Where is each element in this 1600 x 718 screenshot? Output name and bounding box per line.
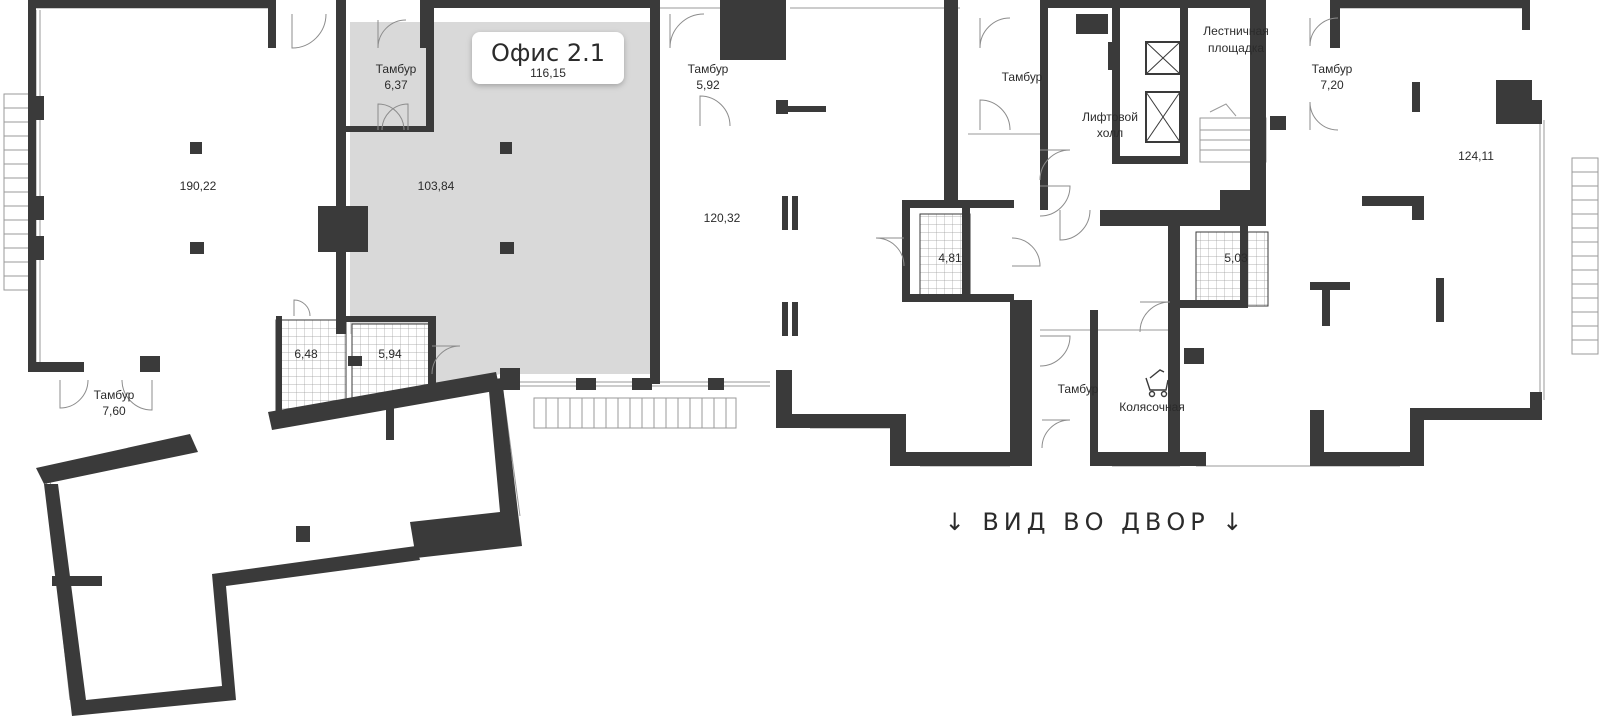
vestibule-4-name: Тамбур: [1312, 62, 1353, 76]
office-area: 116,15: [530, 66, 566, 80]
vestibule-2-name: Тамбур: [688, 62, 729, 76]
vestibule-1-area: 6,37: [384, 78, 408, 92]
room-area-5-94: 5,94: [378, 347, 402, 361]
stairs-right: [1571, 157, 1599, 355]
door-swings: [59, 13, 1339, 449]
office-title-callout[interactable]: Офис 2.1 116,15: [472, 32, 624, 84]
office-2-1-area[interactable]: [350, 22, 652, 392]
vestibule-1-name: Тамбур: [376, 62, 417, 76]
room-5-03-tiles: [1195, 231, 1269, 307]
vestibule-5-area: 7,60: [102, 404, 126, 418]
vestibule-5-name: Тамбур: [94, 388, 135, 402]
walls: [28, 0, 1542, 716]
stairs-bottom: [533, 397, 737, 429]
columns: [36, 0, 1444, 390]
vestibule-4-area: 7,20: [1320, 78, 1344, 92]
room-6-48-tiles: [275, 319, 347, 417]
room-area-6-48: 6,48: [294, 347, 318, 361]
vestibule-2-area: 5,92: [696, 78, 720, 92]
room-area-124-11: 124,11: [1458, 149, 1494, 163]
vestibule-3-name: Тамбур: [1002, 70, 1043, 84]
stroller-room-label: Колясочная: [1119, 400, 1185, 414]
room-area-103-84: 103,84: [418, 179, 455, 193]
room-area-4-81: 4,81: [938, 251, 962, 265]
lift-hall-label-2: холл: [1097, 126, 1123, 140]
room-area-5-03: 5,03: [1224, 251, 1248, 265]
office-title: Офис 2.1: [491, 39, 605, 67]
vestibule-6-name: Тамбур: [1058, 382, 1099, 396]
stairs-left: [3, 93, 31, 291]
elevator-shafts: [1145, 41, 1181, 143]
lift-hall-label-1: Лифтовой: [1082, 110, 1138, 124]
view-direction-label: ↓ ВИД ВО ДВОР ↓: [945, 508, 1248, 536]
room-area-120-32: 120,32: [704, 211, 741, 225]
stroller-icon: [1145, 369, 1169, 398]
room-area-190-22: 190,22: [180, 179, 217, 193]
stair-landing-label-1: Лестничная: [1203, 24, 1268, 38]
stair-landing-label-2: площадка: [1208, 41, 1264, 55]
